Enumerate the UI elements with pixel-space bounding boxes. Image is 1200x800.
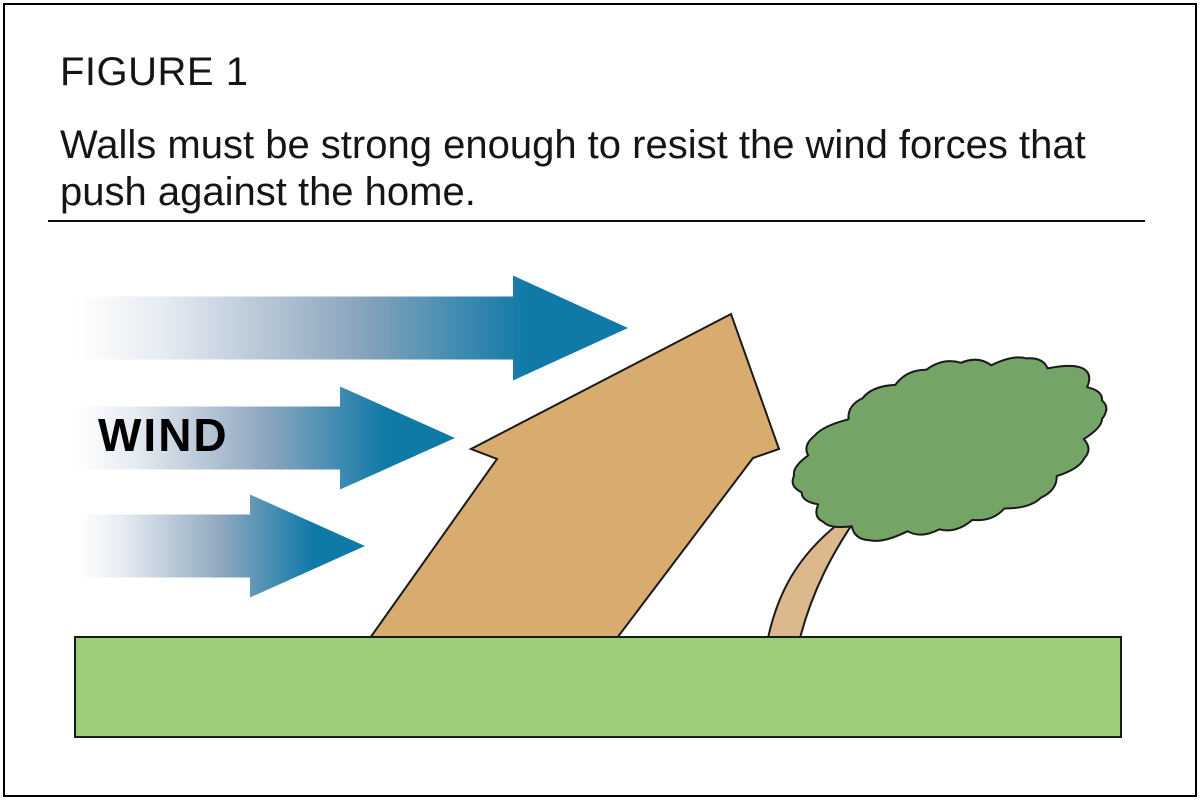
tilted-house-shape	[368, 312, 781, 639]
figure-caption-line-1: Walls must be strong enough to resist th…	[60, 123, 1086, 167]
caption-divider-line	[48, 220, 1145, 222]
figure-caption: Walls must be strong enough to resist th…	[60, 122, 1086, 216]
wind-arrow-bottom	[78, 494, 365, 598]
wind-arrow-middle	[75, 386, 455, 490]
tree-trunk	[766, 509, 863, 639]
tree-foliage	[791, 356, 1108, 542]
wind-arrow-top	[75, 275, 628, 381]
wind-label: WIND	[98, 409, 229, 461]
ground-strip	[74, 636, 1122, 738]
figure-caption-line-2: push against the home.	[60, 170, 476, 214]
figure-label: FIGURE 1	[60, 50, 249, 94]
